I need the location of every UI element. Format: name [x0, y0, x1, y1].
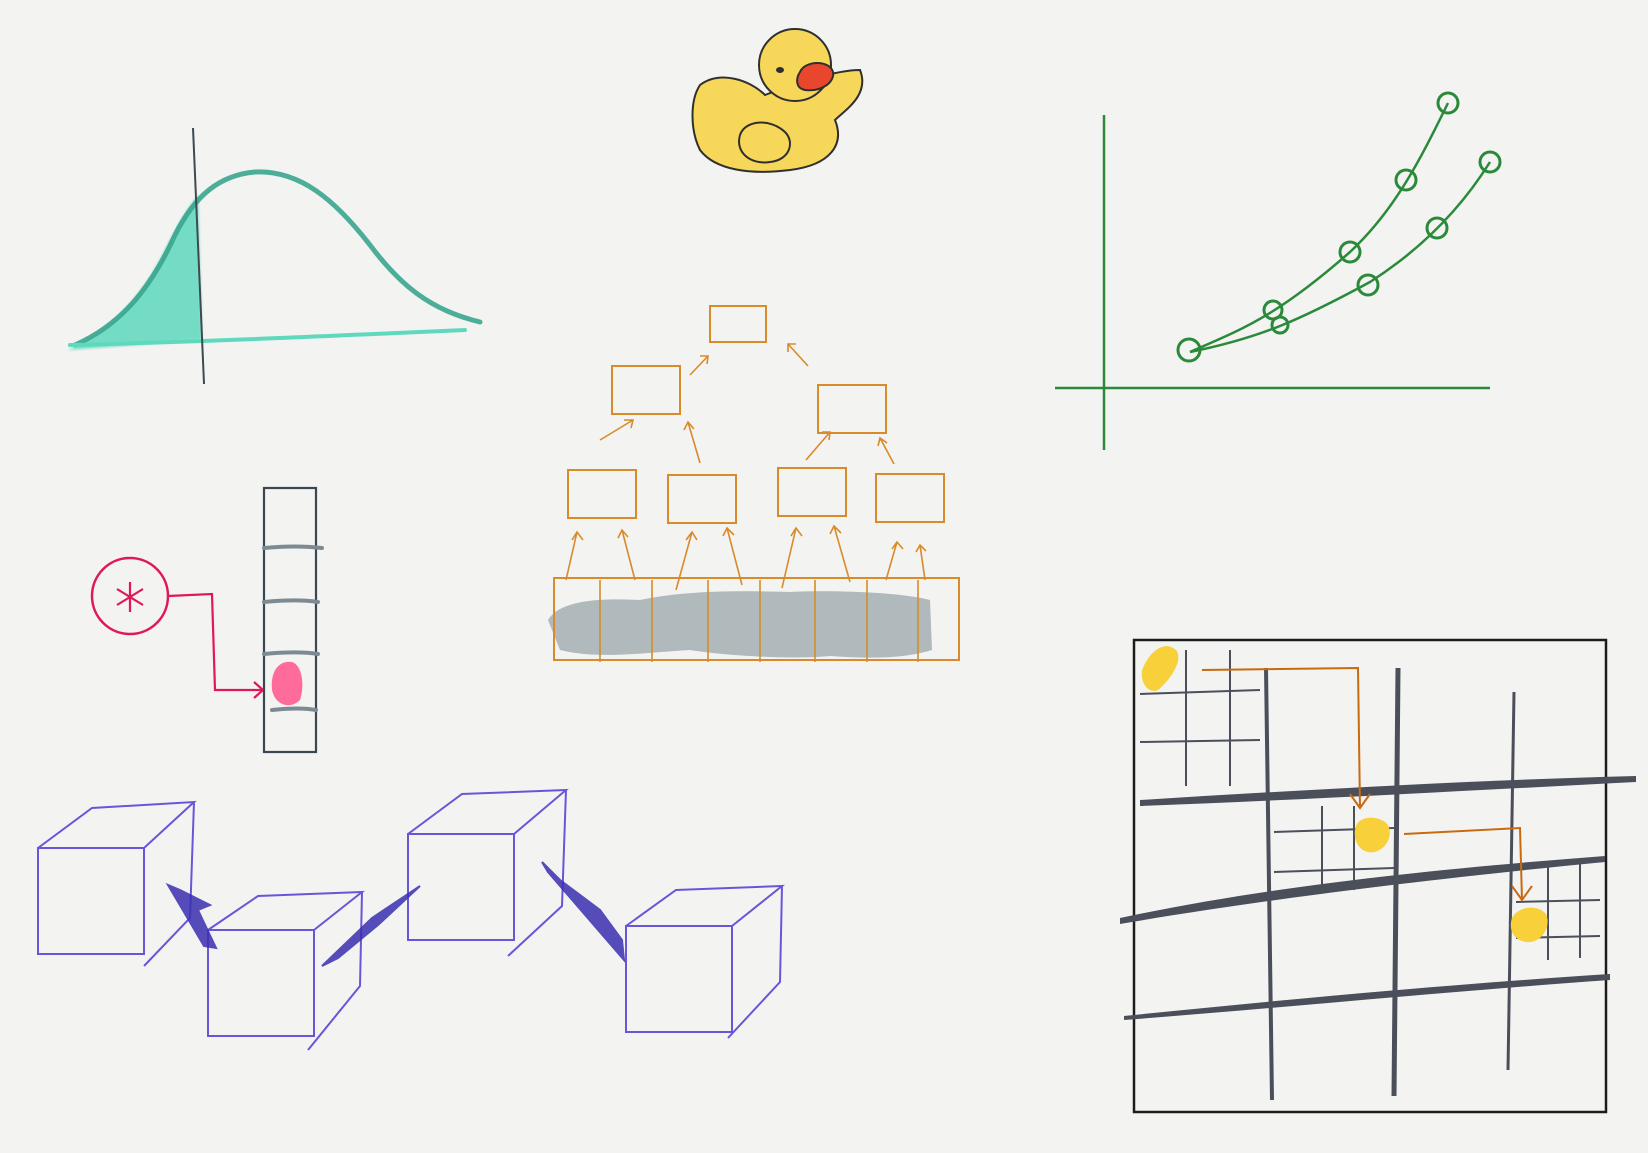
multigrid-sketch [1120, 638, 1636, 1114]
bell-curve-sketch [68, 127, 483, 385]
buffer-divider [262, 650, 320, 656]
cube-arrows [165, 861, 626, 967]
grid-highlight-cell [1510, 907, 1548, 943]
bell-curve-axis [192, 127, 205, 385]
chart-point [1436, 91, 1460, 115]
tree-node [667, 474, 737, 524]
buffer-divider [270, 706, 318, 712]
chart-point [1356, 273, 1380, 297]
chart-point [1478, 150, 1502, 174]
grid-vertical-lines [1264, 667, 1516, 1101]
tree-reduction-sketch [548, 305, 960, 662]
tree-leaf-array [553, 577, 960, 661]
cube-icon [37, 800, 197, 967]
tree-node [611, 365, 681, 415]
cube-chain-sketch [37, 788, 785, 1051]
chart-series-upper [1189, 102, 1450, 354]
grid-highlights [1141, 646, 1548, 943]
cube-icon [207, 890, 366, 1051]
bell-curve-baseline [68, 328, 467, 347]
tree-node [777, 467, 847, 517]
chart-point [1176, 337, 1202, 363]
tree-shade [548, 591, 932, 658]
buffer-active-slot [271, 661, 303, 706]
buffer-divider [262, 544, 324, 550]
pointer-arrow [167, 592, 265, 699]
asterisk-circle-icon [90, 556, 170, 636]
chart-point [1425, 216, 1449, 240]
grid-fine-lines [1139, 650, 1601, 960]
grid-heavy-lines [1120, 776, 1636, 1020]
chart-point [1394, 168, 1418, 192]
tree-node [709, 305, 767, 343]
tree-node [875, 473, 945, 523]
circular-buffer-sketch [90, 486, 324, 754]
tree-nodes [567, 305, 945, 524]
chart-series-lower [1189, 161, 1492, 354]
cube-icon [625, 884, 785, 1039]
duck-beak [796, 62, 835, 92]
grid-highlight-cell [1354, 817, 1390, 853]
cube-icon [407, 788, 569, 957]
buffer-frame [262, 486, 318, 754]
rubber-duck-icon [691, 28, 864, 173]
growth-chart-sketch [1055, 91, 1502, 450]
rubber-duck-sketch [691, 28, 864, 173]
chart-points [1176, 91, 1502, 363]
tree-arrows [565, 343, 927, 591]
chart-point [1338, 240, 1362, 264]
grid-highlight-cell [1141, 646, 1179, 691]
bell-curve-fill [68, 195, 202, 350]
chart-point [1270, 315, 1290, 335]
tree-node [567, 469, 637, 519]
tree-node [817, 384, 887, 434]
grid-path-arrows [1201, 666, 1533, 902]
grid-frame [1132, 638, 1608, 1114]
buffer-divider [262, 598, 320, 604]
bell-curve-line [72, 169, 483, 348]
